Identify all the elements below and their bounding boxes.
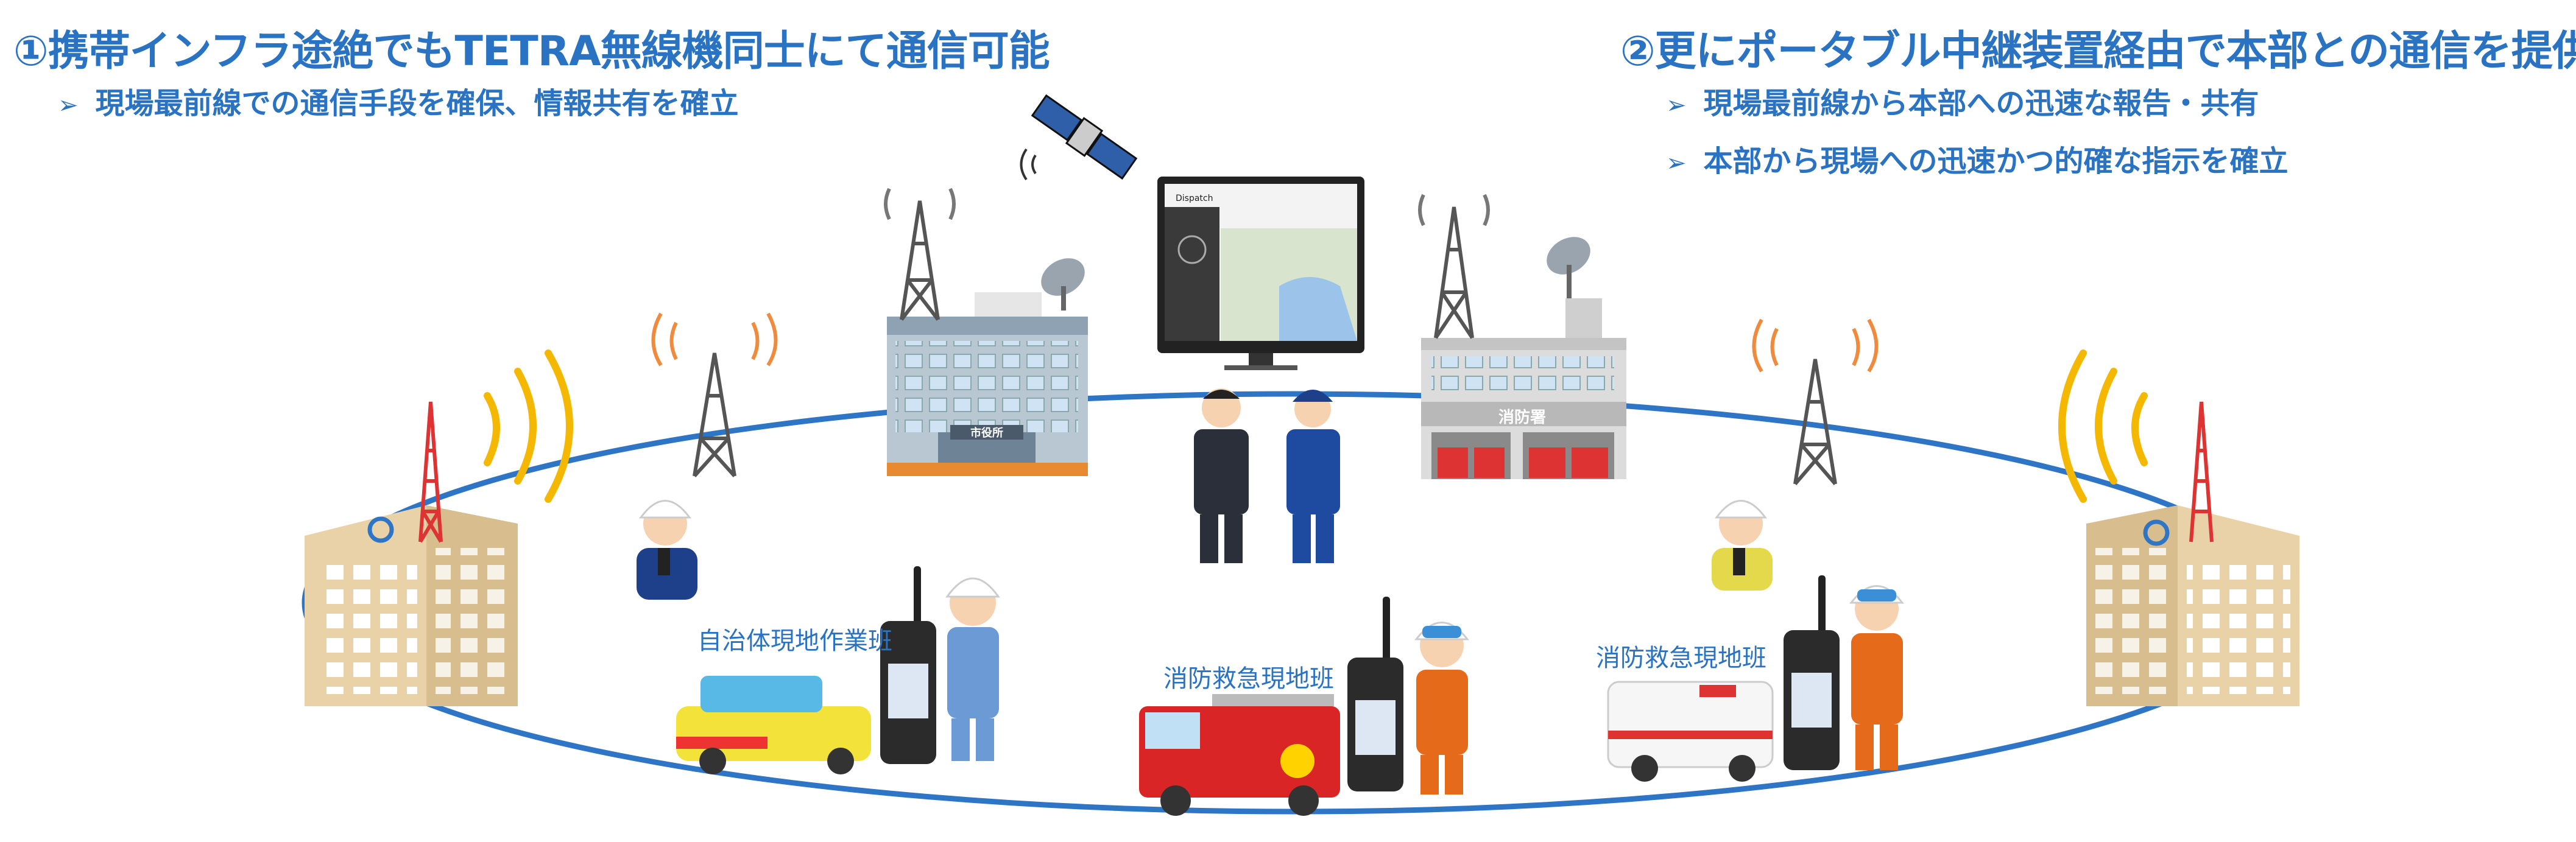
left-signal-waves <box>484 349 573 503</box>
ambulance <box>1607 681 1774 782</box>
relay-tower-left <box>651 312 778 478</box>
fire-truck <box>1139 694 1340 816</box>
fire-station-sign: 消防署 <box>1498 409 1547 427</box>
tetra-radio-icon <box>1347 597 1403 791</box>
worker-blue <box>945 577 1000 761</box>
official-suit <box>1194 388 1249 563</box>
bullet-text: 現場最前線での通信手段を確保、情報共有を確立 <box>95 86 739 121</box>
repeater-icon <box>367 516 394 543</box>
firefighter-orange <box>1849 585 1905 770</box>
fire-station-building <box>1421 298 1626 479</box>
bullet-arrow-icon: ➢ <box>1666 91 1687 119</box>
satellite-signal-icon <box>1020 148 1037 181</box>
yellow-patrol-car <box>676 676 871 774</box>
city-hall-sign: 市役所 <box>970 427 1003 440</box>
left-building <box>305 505 518 706</box>
monitor-app-title: Dispatch <box>1176 194 1213 203</box>
fire-station-tower <box>1418 194 1490 339</box>
left-red-tower <box>418 401 443 543</box>
satellite-icon <box>1031 94 1138 180</box>
firefighter-orange <box>1414 622 1470 795</box>
headline-right-title: ②更にポータブル中継装置経由で本部との通信を提供 <box>1620 27 2576 75</box>
bullet-text: 現場最前線から本部への迅速な報告・共有 <box>1703 86 2259 121</box>
satellite-dish-icon <box>1041 258 1085 310</box>
team-label-municipal: 自治体現地作業班 <box>697 627 892 655</box>
dispatch-monitor <box>1157 177 1364 370</box>
satellite-dish-icon <box>1547 237 1590 298</box>
city-hall-building <box>887 292 1088 476</box>
worker-helmet-right <box>1712 500 1773 591</box>
headline-right-bullet-2: ➢ 本部から現場への迅速かつ的確な指示を確立 <box>1666 137 2288 180</box>
team-label-fire-2: 消防救急現地班 <box>1596 644 1766 672</box>
right-building <box>2086 505 2299 706</box>
right-signal-waves <box>2058 349 2148 503</box>
repeater-icon <box>2143 519 2170 546</box>
firefighter-chief <box>1286 390 1340 563</box>
worker-helmet-left <box>637 500 697 600</box>
headline-left-title: ①携帯インフラ途絶でもTETRA無線機同士にて通信可能 <box>13 27 1050 75</box>
bullet-arrow-icon: ➢ <box>58 91 79 119</box>
team-label-fire-1: 消防救急現地班 <box>1163 665 1334 693</box>
headline-right-bullet-1: ➢ 現場最前線から本部への迅速な報告・共有 <box>1666 79 2259 122</box>
relay-tower-right <box>1752 318 1879 485</box>
tetra-radio-icon <box>880 566 936 764</box>
headline-left-bullet: ➢ 現場最前線での通信手段を確保、情報共有を確立 <box>58 79 739 122</box>
city-hall-tower <box>884 188 956 321</box>
bullet-arrow-icon: ➢ <box>1666 149 1687 177</box>
right-red-tower <box>2189 401 2214 542</box>
bullet-text: 本部から現場への迅速かつ的確な指示を確立 <box>1703 144 2288 178</box>
tetra-radio-icon <box>1784 575 1840 770</box>
